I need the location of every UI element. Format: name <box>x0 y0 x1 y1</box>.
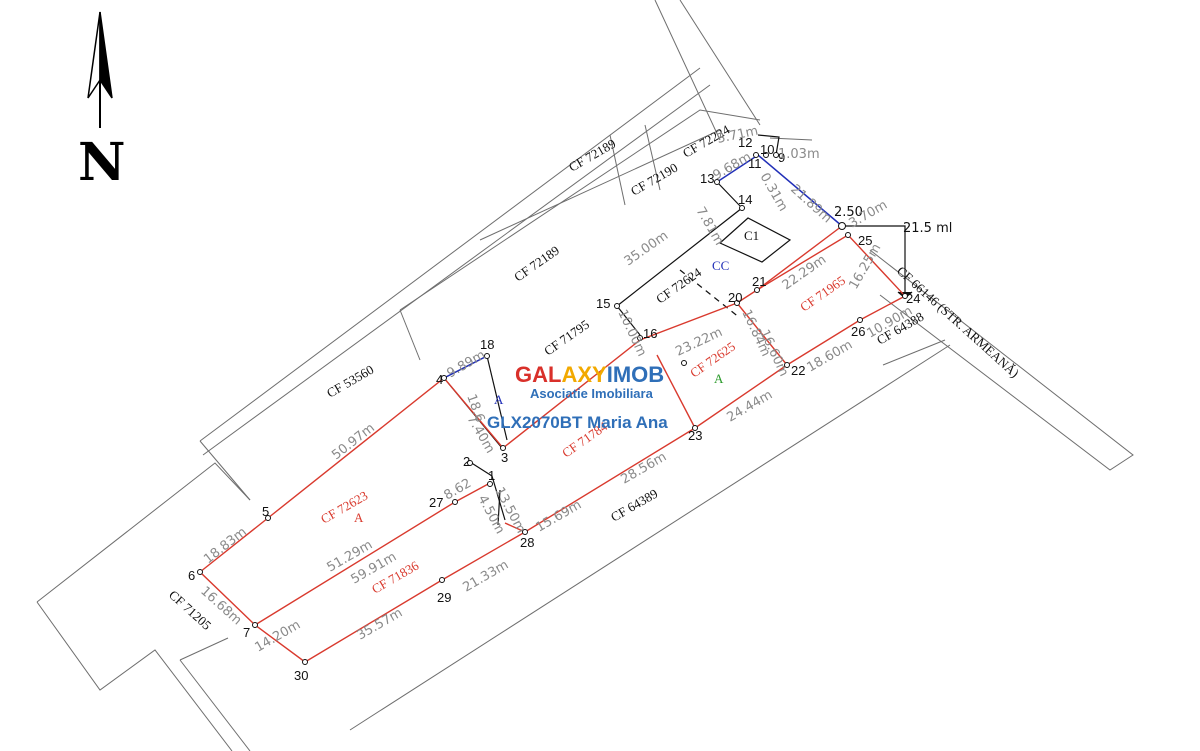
brand-gal: GAL <box>515 362 561 387</box>
point-label: 1 <box>488 468 495 483</box>
point-label: 13 <box>700 171 714 186</box>
building-label-c1: C1 <box>744 228 759 243</box>
point-label: 23 <box>688 428 702 443</box>
parcel-label-cf72189-mid: CF 72189 <box>511 243 562 285</box>
point-label: 4 <box>436 372 443 387</box>
point-label: 28 <box>520 535 534 550</box>
dimension-label: 24.44m <box>725 388 776 426</box>
parcel-label-cc: CC <box>712 258 729 273</box>
point-label: 3 <box>501 450 508 465</box>
watermark-subtitle: Asociatie Imobiliara <box>530 386 654 401</box>
point-label: 11 <box>748 156 762 171</box>
dimension-label: 18.60m <box>805 338 856 376</box>
point-label: 6 <box>188 568 195 583</box>
point-label: 10 <box>760 142 774 157</box>
point-label: 18 <box>480 337 494 352</box>
dimension-label: 2.50 <box>834 205 863 220</box>
point-label: 22 <box>791 363 805 378</box>
cc-dashed-line <box>679 269 741 319</box>
point-labels: 1 2 3 4 5 6 7 9 10 11 12 13 14 15 16 18 … <box>188 135 920 683</box>
dimension-label: 15.69m <box>534 498 585 536</box>
point-label: 29 <box>437 590 451 605</box>
point-label: 5 <box>262 504 269 519</box>
brand-imob: IMOB <box>607 362 664 387</box>
survey-lines <box>443 134 913 526</box>
north-label: N <box>78 132 126 193</box>
parcel-label-cf71795: CF 71795 <box>541 317 592 359</box>
point-label: 21 <box>752 274 766 289</box>
dimension-label: 1.03m <box>778 147 820 162</box>
dimension-label: 16.25m <box>846 241 884 292</box>
lot-boundaries <box>198 225 907 663</box>
dimension-label: 21.89m <box>787 182 834 227</box>
point-label: 24 <box>906 291 920 306</box>
dimension-label: 28.56m <box>619 450 670 488</box>
agency-watermark: GALAXYIMOB Asociatie Imobiliara GLX2070B… <box>487 362 668 432</box>
svg-text:GALAXYIMOB: GALAXYIMOB <box>515 362 664 387</box>
parcel-label-cf64389: CF 64389 <box>608 486 660 525</box>
point-label: 12 <box>738 135 752 150</box>
point-label: 26 <box>851 324 865 339</box>
survey-points <box>197 152 908 665</box>
point-label: 15 <box>596 296 610 311</box>
point-label: 25 <box>858 233 872 248</box>
dimension-label: 21.33m <box>461 558 512 596</box>
dimension-label: 7.81m <box>693 205 727 249</box>
brand-axy: AXY <box>561 362 607 387</box>
watermark-listing-code: GLX2070BT Maria Ana <box>487 413 668 432</box>
parcel-label-cf72624: CF 72624 <box>653 264 704 306</box>
point-label: 7 <box>243 625 250 640</box>
point-label: 16 <box>643 326 657 341</box>
parcel-label-cf72623-a: A <box>354 510 364 525</box>
point-label: 20 <box>728 290 742 305</box>
dimension-label: 8.62 <box>442 476 475 503</box>
point-label: 27 <box>429 495 443 510</box>
dimension-label: 0.31m <box>757 171 791 215</box>
parcel-boundaries <box>36 0 1134 751</box>
parcel-label-cf72189-top: CF 72189 <box>566 136 618 175</box>
parcel-label-a-blue: A <box>494 392 504 407</box>
point-label: 14 <box>738 192 752 207</box>
point-label: 9 <box>778 150 785 165</box>
dimension-label: 50.97m <box>329 421 378 464</box>
north-arrow-icon <box>87 11 113 128</box>
point-label: 2 <box>463 454 470 469</box>
dimension-label: 35.00m <box>622 228 671 269</box>
dimension-label: 18.83m <box>201 525 250 568</box>
dimension-label: 14.20m <box>253 618 304 656</box>
dimension-label: 35.57m <box>355 606 406 644</box>
parcel-label-cf53560: CF 53560 <box>324 362 376 401</box>
parcel-label-cf72625-a: A <box>714 371 724 386</box>
dimension-label: 9.89m <box>445 348 489 382</box>
dimension-label: 21.5 ml <box>903 221 952 236</box>
point-label: 30 <box>294 668 308 683</box>
